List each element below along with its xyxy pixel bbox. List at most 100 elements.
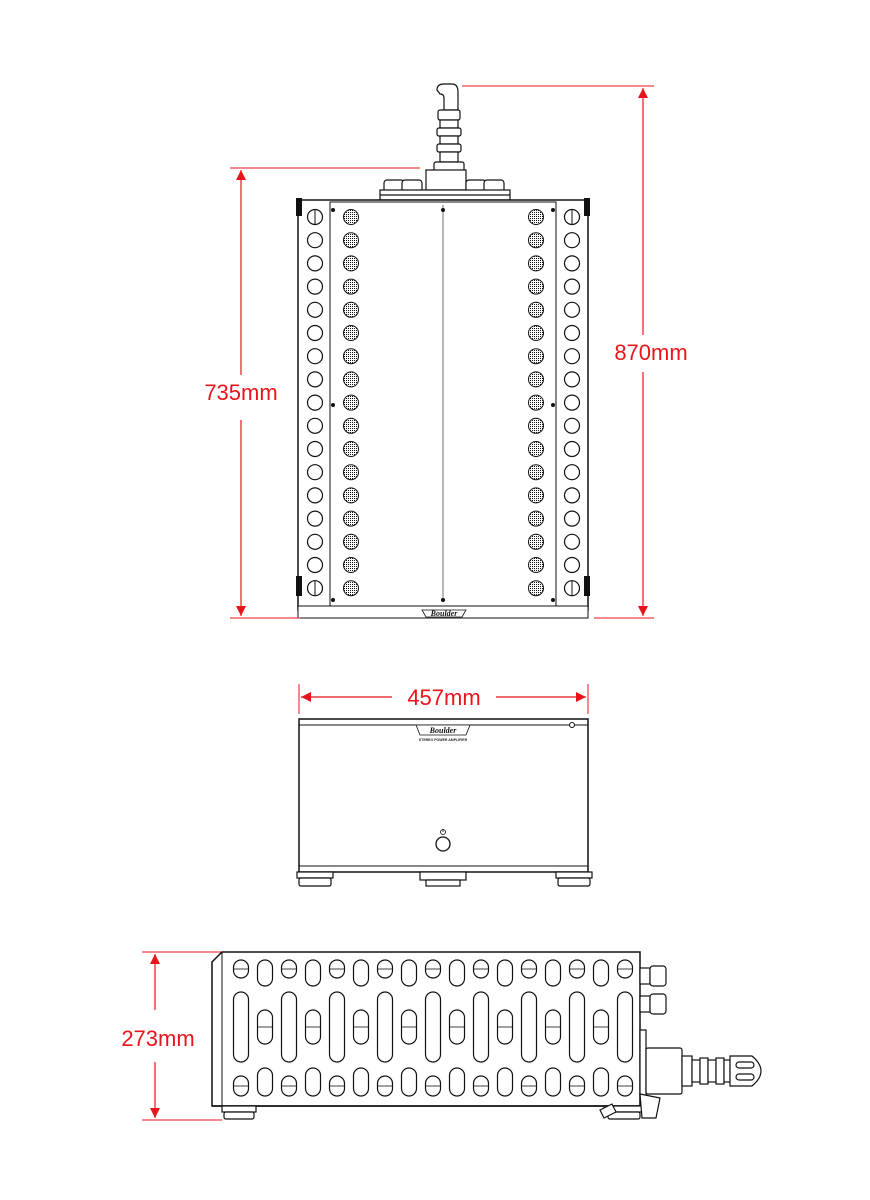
heatsink-hole [306,324,324,342]
vent-mesh-disc [343,348,359,365]
heatsink-hole [563,278,581,295]
heatsink-hole [563,487,581,504]
vent-mesh-disc [528,464,544,481]
heatsink-hole [306,533,324,550]
left-vent-mesh [343,209,359,597]
top-view-brand-badge: Boulder [421,609,467,618]
vent-mesh-disc [528,232,544,249]
front-feet [296,871,593,887]
heatsink-hole [306,440,324,458]
side-view: 273mm [121,951,762,1121]
heatsink-hole [306,487,324,504]
heatsink-hole [563,301,581,318]
heatsink-hole [563,324,581,342]
dimension-273: 273mm [121,951,222,1121]
side-slot-top [544,959,562,987]
heatsink-hole [563,394,581,411]
vent-mesh-disc [343,417,359,434]
status-led [569,722,575,728]
heatsink-hole [306,394,324,411]
heatsink-hole [563,556,581,574]
heatsink-hole [306,301,324,318]
side-slot-bottom [304,1067,322,1097]
vent-mesh-disc [343,209,359,225]
heatsink-hole [306,255,324,272]
front-subtitle-text: STEREO POWER AMPLIFIER [419,738,468,742]
vent-mesh-disc [343,510,359,527]
side-slot-middle-tall [520,991,538,1063]
side-slot-top [304,959,322,987]
vent-mesh-disc [343,232,359,249]
front-brand-text: Boulder [429,726,458,735]
side-slot-top [352,959,370,987]
vent-mesh-disc [343,278,359,295]
side-slot-middle-tall [280,991,298,1063]
heatsink-hole [306,464,324,481]
corner-brackets [296,198,590,596]
heatsink-hole [306,371,324,388]
vent-mesh-disc [528,417,544,434]
side-slot-middle-tall [232,991,250,1063]
rear-binding-posts [639,965,667,1015]
side-slot-middle-tall [424,991,442,1063]
side-slot-bottom [496,1067,514,1097]
vent-mesh-disc [528,209,544,225]
power-button[interactable] [435,829,451,852]
side-slot-bottom [352,1067,370,1097]
heatsink-hole [563,255,581,272]
chassis-screws [331,208,555,602]
vent-mesh-disc [528,278,544,295]
top-brand-text: Boulder [430,609,459,618]
vent-mesh-disc [343,464,359,481]
power-cable-connector [425,83,467,191]
vent-mesh-disc [343,255,359,272]
heatsink-hole [563,464,581,481]
side-slot-top [448,959,466,987]
vent-mesh-disc [528,371,544,388]
side-feet [221,1093,661,1120]
side-slot-bottom [448,1067,466,1097]
side-slot-bottom [544,1067,562,1097]
heatsink-hole [563,510,581,527]
left-heatsink-holes [306,208,324,597]
vent-mesh-disc [343,325,359,341]
side-slot-bottom [592,1067,610,1097]
dim-label-870: 870mm [614,340,687,365]
side-slot-top [400,959,418,987]
heatsink-hole [563,371,581,388]
vent-mesh-disc [528,510,544,527]
heatsink-hole [306,278,324,295]
heatsink-hole [306,417,324,434]
vent-mesh-disc [528,301,544,318]
vent-mesh-disc [528,325,544,341]
top-view: Boulder 735mm 870mm [204,83,688,619]
vent-mesh-disc [343,533,359,550]
side-slot-top [256,959,274,987]
dim-label-735: 735mm [204,380,277,405]
front-view: 457mm Boulder STEREO POWER AMPLIFIER [296,684,593,887]
side-slot-middle-tall [376,991,394,1063]
heatsink-hole [306,556,324,574]
heatsink-hole [306,510,324,527]
vent-mesh-disc [343,557,359,573]
binding-post-knobs [379,179,511,201]
heatsink-hole [563,440,581,458]
side-slot-middle-tall [568,991,586,1063]
right-vent-mesh [528,209,544,597]
vent-mesh-disc [343,487,359,504]
heatsink-hole [306,348,324,365]
dimension-457: 457mm [298,684,589,714]
heatsink-hole [563,232,581,249]
side-slot-top [496,959,514,987]
dimension-735: 735mm [204,167,420,619]
vent-mesh-disc [343,301,359,318]
side-slot-bottom [400,1067,418,1097]
vent-mesh-disc [343,580,359,597]
side-slot-middle-tall [616,991,634,1063]
side-slot-bottom [256,1067,274,1097]
vent-mesh-disc [528,533,544,550]
vent-mesh-disc [528,441,544,457]
vent-mesh-disc [528,557,544,573]
front-brand-badge: Boulder STEREO POWER AMPLIFIER [415,724,471,742]
